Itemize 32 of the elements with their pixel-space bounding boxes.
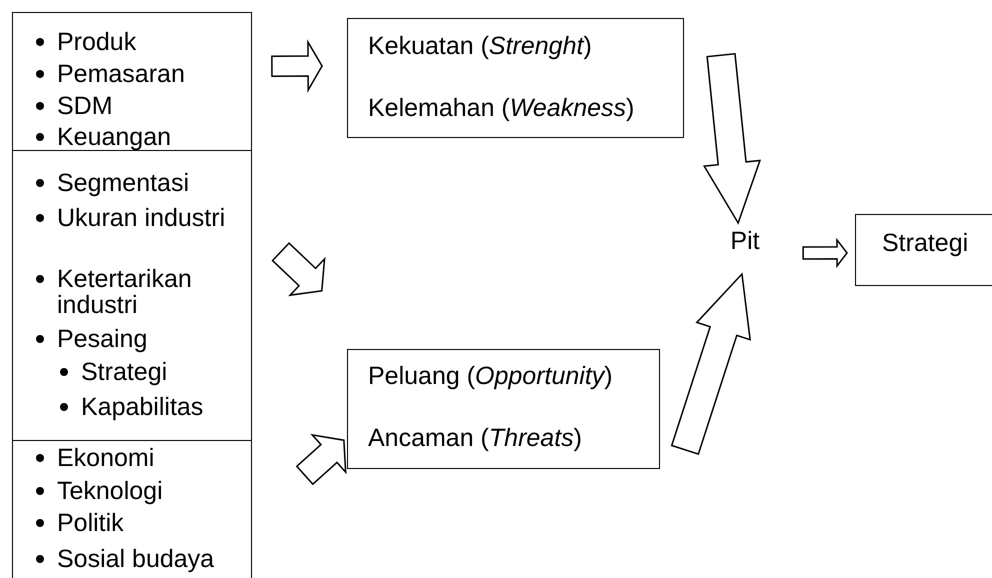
list-item: Politik: [57, 510, 125, 536]
list-item: Teknologi: [57, 478, 164, 504]
text-box: [12, 12, 252, 151]
box-text: Peluang (Opportunity): [368, 363, 613, 389]
list-item: SDM: [57, 93, 114, 119]
list-item: Kapabilitas: [81, 394, 204, 420]
box-text: Kekuatan (Strenght): [368, 33, 592, 59]
block-arrow: [296, 434, 347, 486]
list-item: Ketertarikan industri: [57, 266, 193, 318]
block-arrow: [802, 238, 848, 268]
text-box: [347, 18, 684, 138]
box-text: Kelemahan (Weakness): [368, 95, 634, 121]
list-item: Pesaing: [57, 326, 148, 352]
list-item: Ukuran industri: [57, 205, 226, 231]
list-item: Keuangan: [57, 124, 172, 150]
list-item: Segmentasi: [57, 170, 190, 196]
block-arrow: [702, 52, 762, 225]
block-arrow: [670, 272, 751, 456]
list-item: Pemasaran: [57, 61, 186, 87]
box-text: Strategi: [882, 230, 968, 256]
list-item: Sosial budaya: [57, 546, 216, 572]
list-item: Ekonomi: [57, 445, 156, 471]
node-label: Pit: [726, 226, 764, 256]
text-box: [347, 349, 660, 469]
block-arrow: [271, 39, 323, 93]
list-item: Produk: [57, 29, 138, 55]
text-box: [12, 440, 252, 578]
box-text: Ancaman (Threats): [368, 425, 582, 451]
list-item: Strategi: [81, 359, 168, 385]
block-arrow: [271, 242, 326, 296]
text-box: [855, 214, 992, 286]
text-box: [12, 150, 252, 441]
